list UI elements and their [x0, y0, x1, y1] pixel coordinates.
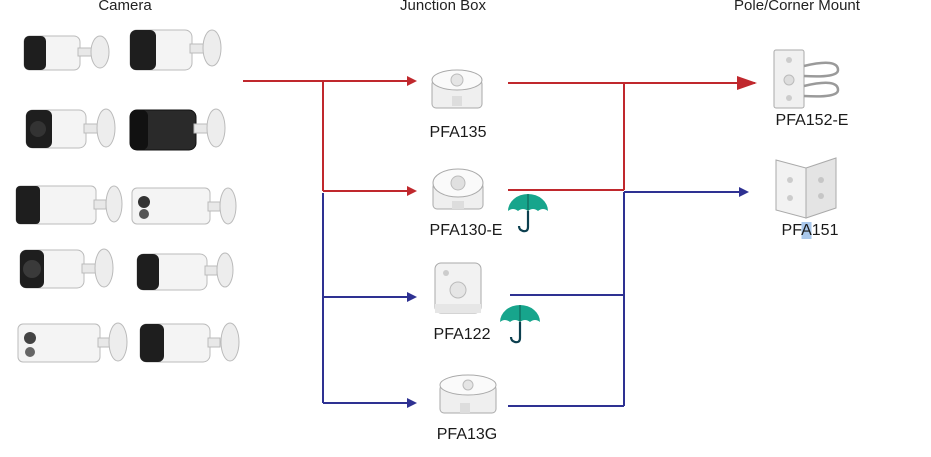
pole-mount-pfa152-e: [773, 49, 840, 109]
mount-label: PFA152-E: [776, 112, 849, 130]
mount-header: Pole/Corner Mount: [734, 0, 860, 14]
junction-box-pfa130-e: [432, 168, 484, 210]
junction-box-label: PFA135: [429, 124, 487, 141]
mount-label-text: PF: [781, 222, 802, 239]
bullet-camera-icon: [139, 322, 240, 363]
junction-box-header: Junction Box: [400, 0, 486, 14]
mount-label-text-end: 151: [811, 222, 839, 239]
bullet-camera-icon: [129, 29, 222, 71]
junction-box-label: PFA130-E: [429, 222, 503, 239]
junction-box-pfa135: [431, 69, 483, 109]
bullet-camera-icon: [15, 185, 123, 225]
bullet-camera-icon: [19, 248, 114, 289]
camera-to-box-lines: [243, 76, 417, 408]
mount-label: PFA151: [781, 222, 839, 240]
junction-box-pfa122: [434, 262, 482, 314]
mount-label-highlight: A: [801, 222, 812, 239]
mount-label-text: PFA152-E: [775, 112, 849, 129]
box-to-mount-lines: [508, 76, 757, 407]
bullet-camera-icon: [23, 35, 110, 71]
bullet-camera-icon: [131, 187, 237, 225]
umbrella-icon: [508, 194, 548, 233]
bullet-camera-icon: [17, 322, 128, 363]
camera-header: Camera: [98, 0, 152, 14]
bullet-camera-icon: [129, 108, 226, 151]
junction-box-pfa13g: [439, 374, 497, 414]
umbrella-icon: [500, 305, 540, 344]
junction-box-label: PFA13G: [436, 426, 498, 443]
junction-box-label: PFA122: [433, 326, 491, 343]
bullet-camera-icon: [25, 108, 116, 149]
bullet-camera-icon: [136, 252, 234, 291]
corner-mount-pfa151: [775, 157, 837, 219]
